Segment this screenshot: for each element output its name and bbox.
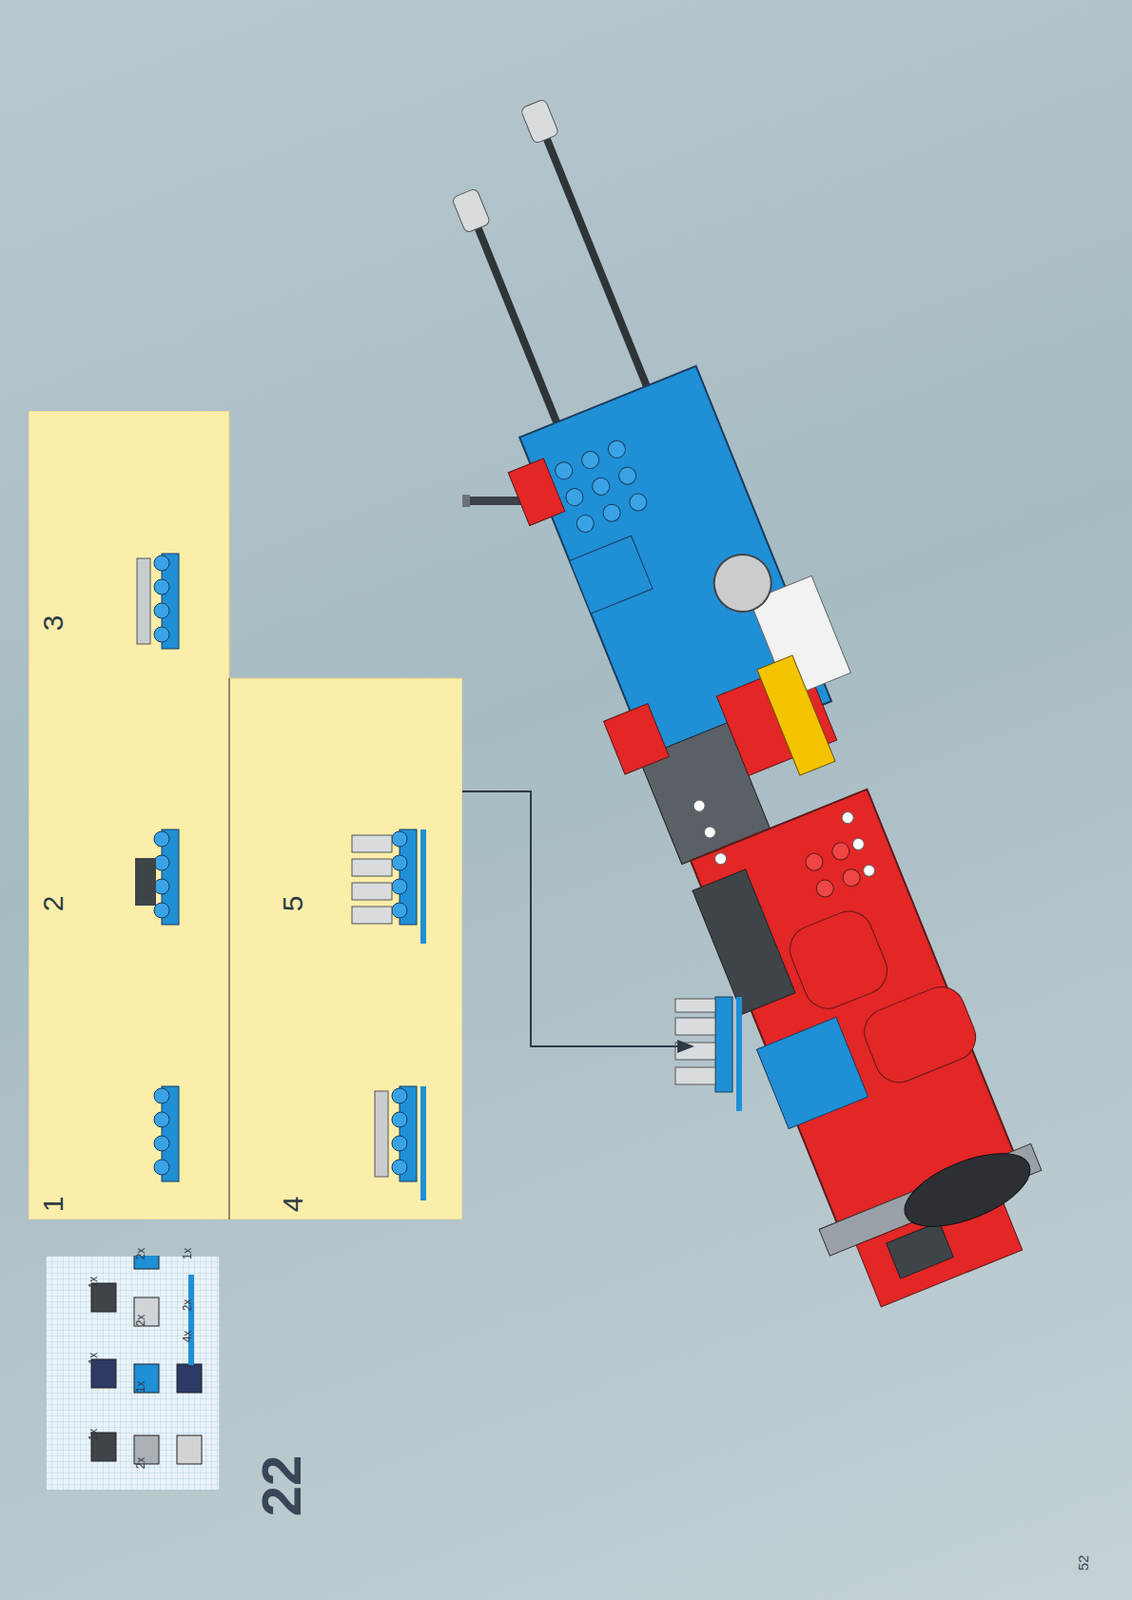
part-count: 2x: [181, 1299, 194, 1312]
parts-list: 1x1x1x2x1x2x2x4x2x1x: [45, 1255, 220, 1491]
step-number: 1: [39, 1196, 68, 1213]
panel-frame: [28, 410, 463, 1220]
part-count: 1x: [87, 1352, 99, 1366]
sub-assembly-panel: 1 2 3 4 5: [28, 410, 463, 1220]
parts-list-frame: [45, 1255, 220, 1491]
step-number: 22: [253, 1455, 310, 1518]
part-count: 2x: [135, 1248, 147, 1261]
leader-arrow: [462, 791, 684, 1047]
model: [379, 73, 1076, 1322]
step-number: 5: [278, 896, 308, 913]
part-count: 2x: [135, 1314, 147, 1328]
part-count: 1x: [87, 1428, 99, 1442]
sub-assembly: [675, 996, 742, 1112]
arrow-head: [677, 1039, 695, 1054]
part-count: 1x: [87, 1276, 99, 1289]
part-count: 2x: [135, 1457, 147, 1470]
step-number: 3: [39, 615, 68, 632]
part-count: 1x: [181, 1248, 194, 1261]
step-number: 4: [278, 1196, 308, 1213]
page-number: 52: [1075, 1555, 1091, 1572]
step-number: 2: [39, 896, 68, 913]
part-count: 1x: [135, 1381, 147, 1394]
part-count: 4x: [181, 1330, 194, 1344]
